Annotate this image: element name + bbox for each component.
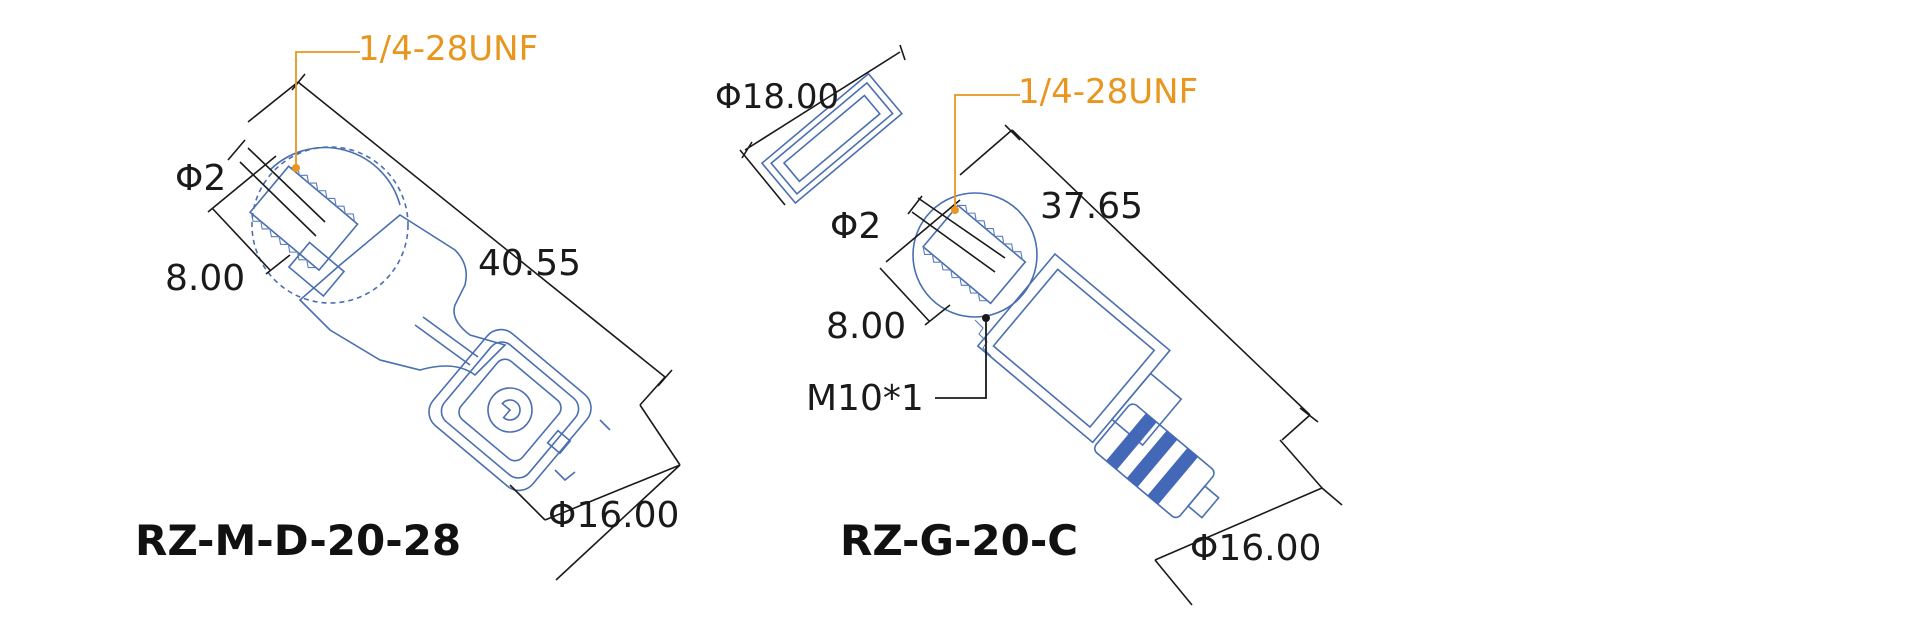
ball-head-solid [269, 146, 401, 206]
dim-depth-line [879, 199, 961, 326]
mount-thread [974, 319, 992, 357]
dim-depth-line [207, 155, 291, 275]
thread-depth-2: 8.00 [826, 306, 906, 347]
thread-callout-2: 1/4-28UNF [1018, 72, 1198, 112]
dim-tail-line [509, 404, 681, 581]
length-1: 40.55 [478, 243, 581, 284]
thread-callout-1: 1/4-28UNF [358, 29, 538, 69]
part-rz-g-20-c [739, 44, 1343, 606]
tail-diameter-1: Φ16.00 [548, 495, 679, 536]
threaded-insert [248, 165, 359, 298]
m10-leader [935, 318, 987, 399]
m10-leader-dot [982, 314, 990, 322]
dim-hole-line [907, 195, 1006, 273]
part-rz-m-d-20-28 [207, 51, 681, 581]
banded-tail [1093, 403, 1220, 519]
hole-diameter-2: Φ2 [830, 206, 881, 247]
dim-hole-line [227, 139, 326, 237]
dim-tail-line [1154, 439, 1343, 606]
dim-cap-line [739, 44, 906, 206]
dim-length-line [247, 73, 673, 406]
thread-leader [954, 94, 1020, 210]
hole-diameter-1: Φ2 [175, 158, 226, 199]
dim-length-line [959, 124, 1319, 441]
model-label-2: RZ-G-20-C [840, 516, 1078, 565]
clamp-tabs [554, 419, 611, 482]
threaded-insert [922, 204, 1027, 305]
ball-head [251, 146, 409, 304]
cylinder-body [976, 252, 1183, 447]
arm-body [298, 214, 507, 377]
thread-depth-1: 8.00 [165, 258, 245, 299]
cap [760, 72, 903, 205]
model-label-1: RZ-M-D-20-28 [135, 516, 461, 565]
thread-leader-dot [951, 206, 959, 214]
thread-leader-dot [292, 164, 300, 172]
arm-slot [414, 316, 479, 366]
length-2: 37.65 [1040, 186, 1143, 227]
clamp-head [428, 328, 592, 492]
thread-leader [295, 51, 360, 168]
tail-diameter-2: Φ16.00 [1190, 528, 1321, 569]
ball-head [912, 192, 1038, 318]
mount-thread-2: M10*1 [806, 378, 924, 419]
cap-diameter-2: Φ18.00 [715, 77, 839, 117]
